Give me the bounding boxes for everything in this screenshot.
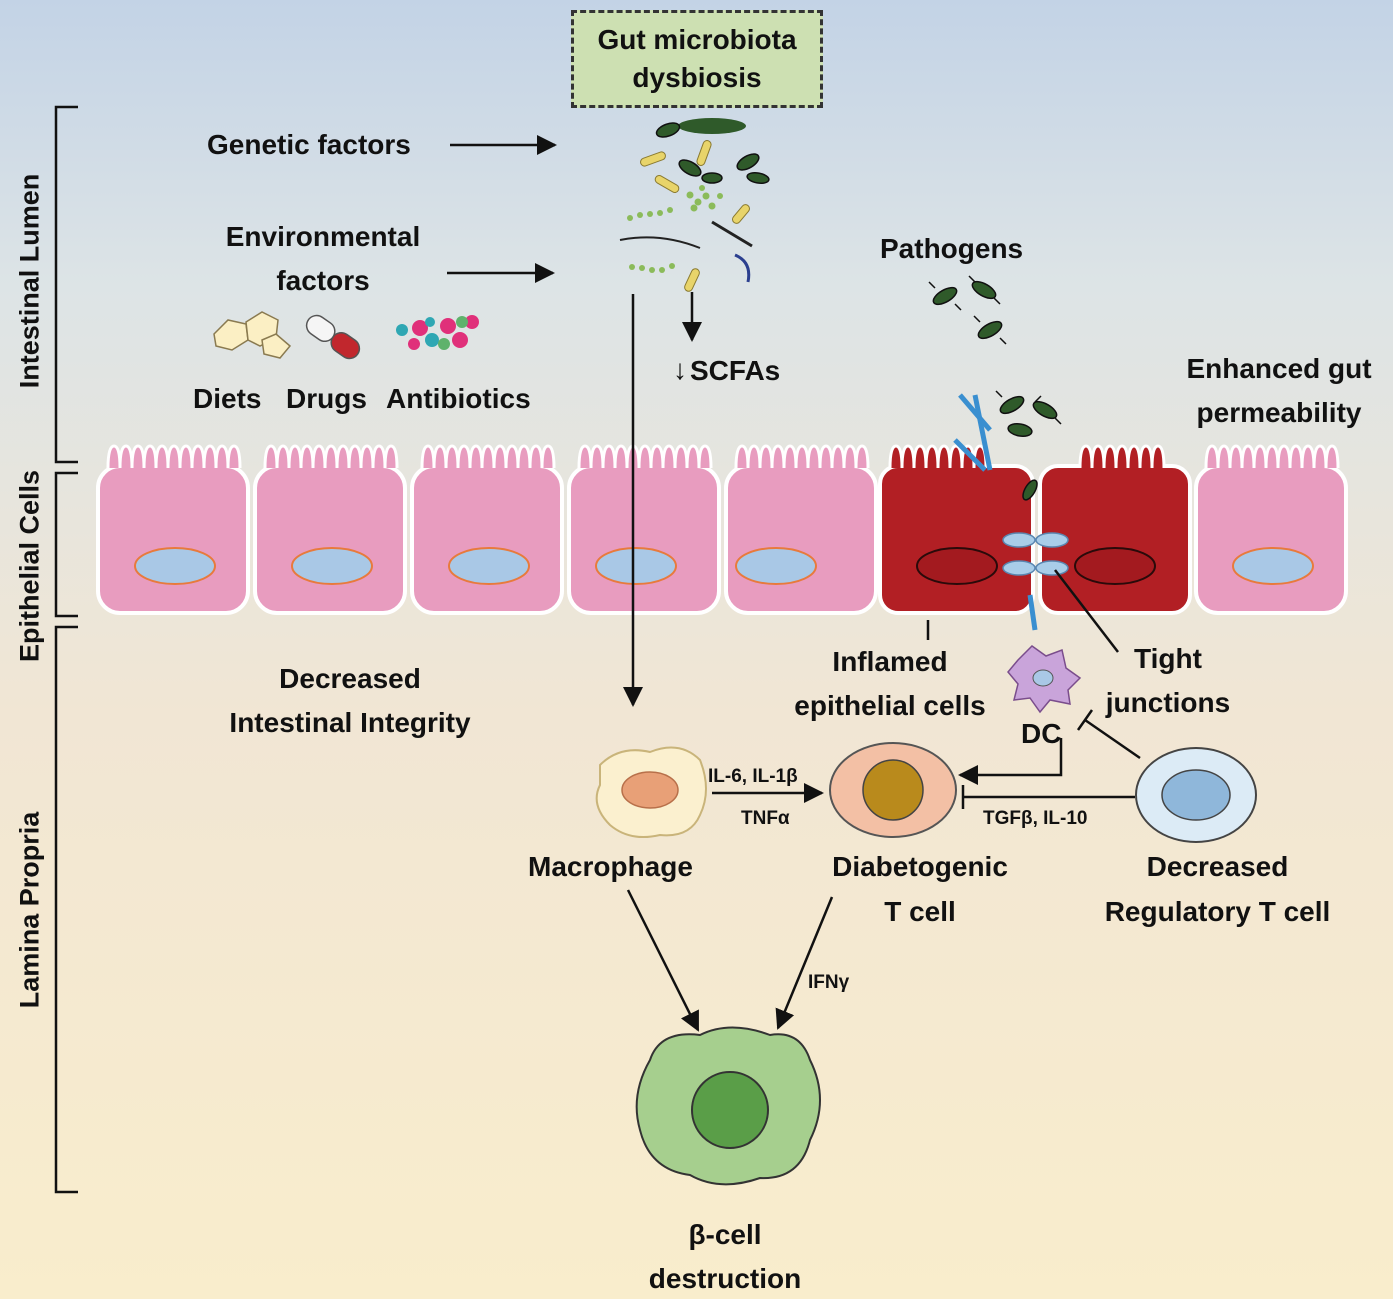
epithelial-cell-normal [724,444,878,615]
diabetogenic-t-cell [829,742,957,838]
epithelial-cell-normal [410,444,564,615]
t-cell-label-line1: Diabetogenic [832,851,1008,882]
dysbiosis-box: Gut microbiota dysbiosis [571,10,823,108]
tight-junctions-label-line2: junctions [1105,687,1231,718]
tight-junctions-label-line1: Tight [1134,643,1202,674]
macrophage-label: Macrophage [528,851,693,882]
dendritic-cell [1007,645,1082,714]
arrow-macrophage-beta [626,889,700,1032]
epithelial-cell-normal [253,444,407,615]
leader-tight-junction [1054,569,1119,653]
treg-label-line2: Regulatory T cell [1104,896,1331,927]
epithelial-cell-normal [567,444,721,615]
integrity-label-line2: Intestinal Integrity [229,707,471,738]
drugs-label: Drugs [286,383,367,414]
epithelial-cell-normal [1194,444,1348,615]
microbiota-cluster [619,118,770,292]
arrows [447,135,1141,1032]
cytokine-il6-il1b-label: IL-6, IL-1β [708,766,798,787]
dysbiosis-title-line1: Gut microbiota [597,24,797,55]
environmental-factors-label-line2: factors [276,265,370,296]
dysbiosis-title-line2: dysbiosis [632,62,762,93]
cytokine-tgfb-il10-label: TGFβ, IL-10 [983,808,1088,829]
beta-cell [635,1026,821,1186]
region-label-lumen: Intestinal Lumen [14,173,45,389]
treg-label-line1: Decreased [1146,851,1289,882]
permeability-label-line1: Enhanced gut [1186,353,1372,384]
diet-icon [213,311,292,359]
t-cell-label-line2: T cell [884,896,956,927]
outcome-label-line1: β-cell [688,1219,762,1250]
scfas-label: SCFAs [690,355,781,386]
environmental-factors-label-line1: Environmental [225,221,421,252]
antibiotics-icon [396,315,479,350]
bracket-lumen [54,105,78,464]
diets-label: Diets [193,383,262,414]
bacteria-cluster-dark [655,122,770,185]
cytokine-tnfa-label: TNFα [741,808,790,829]
arrow-tcell-beta [775,896,834,1030]
region-label-lamina: Lamina Propria [14,811,45,1009]
inhibit-treg-tcell [961,785,1135,809]
tight-junction-proteins [1002,532,1069,576]
dc-label: DC [1021,718,1062,749]
macrophage-cell [595,746,707,838]
epithelial-cell-inflamed [1038,444,1192,615]
inhibit-treg-dc [1076,709,1141,760]
cytokine-ifng-label: IFNγ [808,972,850,993]
outcome-label-line2: destruction [648,1263,802,1294]
inflamed-label-line1: Inflamed [832,646,948,677]
genetic-factors-label: Genetic factors [207,129,411,160]
epithelial-cell-inflamed [878,444,1035,615]
epithelium [96,444,1348,615]
epithelial-cell-normal [96,444,250,615]
integrity-label-line1: Decreased [279,663,421,694]
bracket-lamina [54,625,78,1194]
immune-receptors [953,393,1038,631]
inflamed-label-line2: epithelial cells [794,690,986,721]
bracket-epithelial [54,471,78,618]
pathogens-label: Pathogens [880,233,1024,264]
antibiotics-label: Antibiotics [386,383,531,414]
permeability-label-line2: permeability [1196,397,1362,428]
pathogen-spikes [928,275,1062,425]
region-brackets [54,105,78,1194]
regulatory-t-cell [1135,747,1257,843]
drug-capsule-icon [305,314,361,360]
arrow-dc-tcell [958,738,1063,785]
pathogen-group [932,280,1058,501]
region-label-epithelial: Epithelial Cells [14,469,45,663]
scfas-down-arrow: ↓ [673,354,687,385]
